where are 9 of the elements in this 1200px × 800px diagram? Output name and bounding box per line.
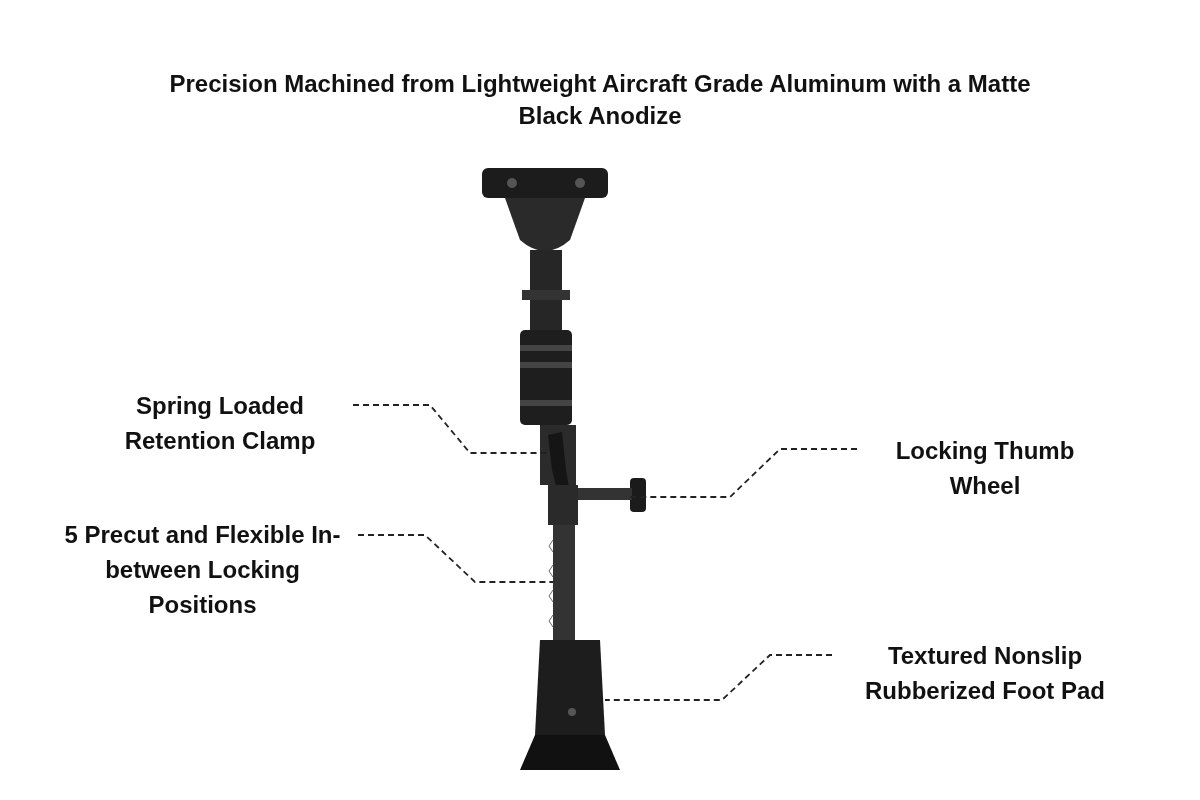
title: Precision Machined from Lightweight Aircraft Grade Aluminum with a Matte Black Anodize [168, 69, 1032, 131]
callout-label: Spring Loaded Retention Clamp [123, 391, 317, 456]
leader-line [352, 404, 549, 454]
callout-label: 5 Precut and Flexible In-between Locking Positions [63, 520, 342, 620]
callout-label: Textured Nonslip Rubberized Foot Pad [864, 641, 1106, 706]
leader-line [604, 654, 833, 701]
leader-line [357, 534, 554, 583]
callout-label: Locking Thumb Wheel [894, 436, 1076, 501]
leader-line [629, 448, 858, 498]
